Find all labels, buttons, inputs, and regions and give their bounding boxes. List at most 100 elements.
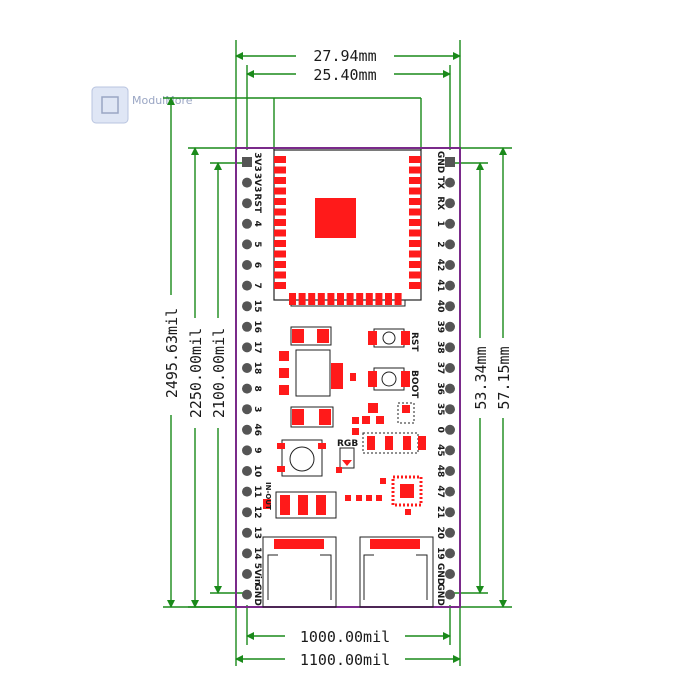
module-pad [274, 208, 286, 216]
module-pad [409, 166, 421, 174]
board-text: RST BOOT RGB IN-OUT [264, 332, 419, 510]
module-pad [375, 293, 383, 305]
module-pad [317, 293, 325, 305]
module-pad [274, 166, 286, 174]
dim-top-inner: 25.40mm [313, 66, 376, 84]
pin-label-right: 39 [435, 321, 445, 334]
module-pad [409, 187, 421, 195]
pin-label-right: 20 [435, 527, 445, 540]
pin-label-right: RX [435, 196, 445, 210]
pin-left-4 [242, 239, 252, 250]
pin-left-9 [242, 342, 252, 353]
module-pad [337, 293, 344, 305]
pin-right-15 [445, 466, 455, 476]
board-outline [235, 147, 461, 608]
pin-label-left: 17 [252, 341, 262, 354]
pin-label-left: 15 [252, 300, 262, 313]
pin-left-14 [242, 445, 252, 456]
module-pad [274, 282, 286, 289]
pin-label-right: GND [435, 583, 445, 605]
rst-label: RST [409, 332, 419, 352]
pin-label-left: 11 [252, 485, 262, 498]
pin-right-3 [445, 218, 455, 229]
pin-label-right: 47 [435, 485, 445, 498]
rst-button [368, 328, 410, 348]
pin-left-5 [242, 260, 252, 270]
dim-top-outer: 27.94mm [313, 47, 376, 65]
pin-right-5 [445, 260, 455, 270]
pin-right-6 [445, 280, 455, 291]
module-pad [394, 293, 402, 305]
pin-label-right: GND [435, 151, 445, 173]
module-pad [274, 250, 286, 258]
pin-right-13 [445, 424, 455, 435]
module-pad [274, 271, 286, 279]
pin-right-19 [445, 548, 455, 559]
pin-label-right: TX [435, 176, 445, 189]
module-pad [365, 293, 373, 305]
pin-left-21 [242, 589, 252, 600]
module-pad [385, 293, 392, 305]
module-pad [356, 293, 364, 305]
module-ground-pad [315, 198, 356, 238]
dim-bottom-inner: 1000.00mil [300, 628, 390, 646]
pin-label-left: 10 [252, 465, 262, 478]
logo-text: ModulMore [132, 94, 193, 107]
module-pad [274, 198, 286, 205]
module-pad [274, 240, 286, 247]
pin-left-16 [242, 486, 252, 497]
pin-label-left: 3V3 [252, 152, 262, 172]
pin-left-11 [242, 383, 252, 394]
esp-module [273, 149, 422, 307]
pin-label-left: 13 [252, 527, 262, 540]
pin-right-7 [445, 301, 455, 312]
module-pad [274, 229, 286, 237]
rgb-label: RGB [337, 439, 358, 449]
pin-label-left: 46 [252, 424, 262, 437]
dim-right-inner: 53.34mm [472, 346, 490, 409]
board-components [262, 326, 434, 608]
dim-right-outer: 57.15mm [495, 346, 513, 409]
pin-labels-right: GNDTXRX1242414039383736350454847212019GN… [435, 151, 445, 606]
module-pad [409, 177, 421, 184]
pin-left-7 [242, 301, 252, 312]
pin-right-18 [445, 527, 455, 538]
module-pad [409, 229, 421, 237]
pin-label-right: 19 [435, 547, 445, 560]
pin-right-16 [445, 486, 455, 497]
module-pad [289, 293, 296, 305]
pin-right-10 [445, 363, 455, 373]
dim-bottom-outer: 1100.00mil [300, 651, 390, 669]
pin-right-20 [445, 569, 455, 579]
pin-left-18 [242, 527, 252, 538]
module-pad [409, 208, 421, 216]
pin-labels-left: 3V33V3RST4567151617188346910111213145Vin… [252, 152, 262, 606]
chip-icon [91, 86, 129, 124]
pin-right-11 [445, 383, 455, 394]
module-pad [409, 240, 421, 247]
pin-left-15 [242, 466, 252, 476]
pin-right-21 [445, 589, 455, 600]
module-pad [409, 250, 421, 258]
pin-label-right: 37 [435, 362, 445, 375]
dimension-labels: 27.94mm 25.40mm 1000.00mil 1100.00mil 24… [163, 47, 513, 669]
pin-left-6 [242, 280, 252, 291]
pin-left-13 [242, 424, 252, 435]
in-out-label: IN-OUT [264, 482, 272, 510]
module-pad [409, 219, 421, 226]
pin-label-right: 40 [435, 300, 445, 313]
pin-label-left: 9 [252, 447, 262, 453]
pin-label-right: 45 [435, 444, 445, 457]
module-pad [274, 156, 286, 163]
module-pad [274, 177, 286, 184]
module-pad [409, 261, 421, 268]
pin-left-19 [242, 548, 252, 559]
module-pad [308, 293, 316, 305]
pin-label-left: RST [252, 193, 262, 213]
module-pad [274, 187, 286, 195]
pin-right-8 [445, 321, 455, 332]
pin-label-left: 16 [252, 321, 262, 334]
boot-button [368, 367, 410, 391]
pin-label-left: 4 [252, 221, 262, 227]
dim-left-middle: 2250.00mil [187, 328, 205, 418]
